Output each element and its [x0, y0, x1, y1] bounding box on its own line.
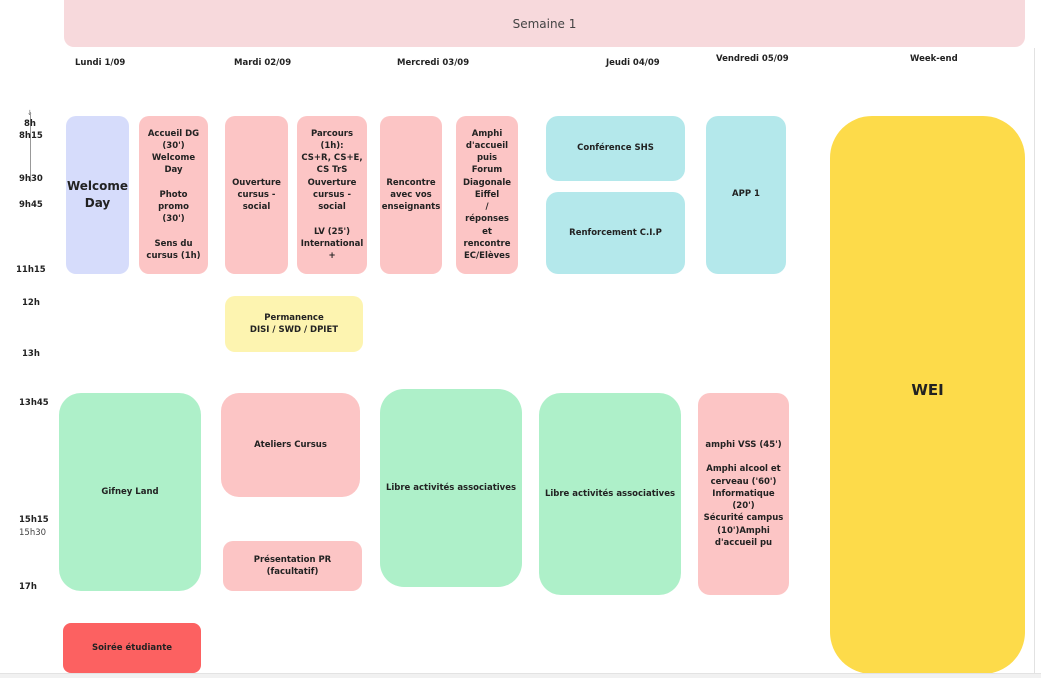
event-label: Permanence DISI / SWD / DPIET: [249, 312, 339, 335]
time-label: 9h30: [19, 174, 43, 184]
day-header-tuesday: Mardi 02/09: [234, 58, 292, 68]
event-label: Conférence SHS: [577, 143, 654, 154]
event-gifney-land[interactable]: Gifney Land: [59, 393, 201, 591]
event-permanence[interactable]: Permanence DISI / SWD / DPIET: [225, 296, 363, 352]
event-label: Libre activités associatives: [544, 488, 676, 499]
time-label: 17h: [19, 582, 37, 592]
event-amphi-accueil[interactable]: Amphi d'accueil puis Forum Diagonale Eif…: [456, 116, 518, 274]
event-rencontre-enseignants[interactable]: Rencontre avec vos enseignants: [380, 116, 442, 274]
event-accueil-dg[interactable]: Accueil DG (30') Welcome Day Photo promo…: [139, 116, 208, 274]
event-label: Parcours (1h): CS+R, CS+E, CS TrS Ouvert…: [300, 128, 364, 261]
event-label: Ateliers Cursus: [254, 439, 327, 450]
event-label: Présentation PR (facultatif): [253, 554, 332, 577]
event-conference-shs[interactable]: Conférence SHS: [546, 116, 685, 181]
event-label: Amphi d'accueil puis Forum Diagonale Eif…: [462, 128, 512, 261]
time-label: 12h: [22, 298, 40, 308]
event-label: WEI: [911, 381, 944, 399]
time-label: 13h: [22, 349, 40, 359]
event-ouverture-cursus[interactable]: Ouverture cursus - social: [225, 116, 288, 274]
event-label: Welcome Day: [66, 179, 129, 210]
event-amphi-vss[interactable]: amphi VSS (45') Amphi alcool et cerveau …: [698, 393, 789, 595]
week-title: Semaine 1: [512, 16, 577, 31]
week-banner: Semaine 1: [64, 0, 1025, 47]
event-label: Soirée étudiante: [91, 642, 173, 653]
event-label: Renforcement C.I.P: [569, 227, 662, 238]
time-label: 15h15: [19, 515, 49, 525]
event-ateliers-cursus[interactable]: Ateliers Cursus: [221, 393, 360, 497]
event-soiree-etudiante[interactable]: Soirée étudiante: [63, 623, 201, 673]
day-header-thursday: Jeudi 04/09: [606, 58, 660, 68]
event-label: Accueil DG (30') Welcome Day Photo promo…: [146, 128, 201, 261]
event-label: Gifney Land: [101, 486, 159, 497]
event-parcours[interactable]: Parcours (1h): CS+R, CS+E, CS TrS Ouvert…: [297, 116, 367, 274]
event-app1[interactable]: APP 1: [706, 116, 786, 274]
time-label: 8h: [24, 119, 36, 129]
time-label: 9h45: [19, 200, 43, 210]
event-label: Rencontre avec vos enseignants: [381, 177, 441, 213]
event-libre-activites-jeudi[interactable]: Libre activités associatives: [539, 393, 681, 595]
time-label: 8h15: [19, 131, 43, 141]
day-header-wednesday: Mercredi 03/09: [397, 58, 470, 68]
event-label: Ouverture cursus - social: [232, 177, 281, 213]
event-welcome-day[interactable]: Welcome Day: [66, 116, 129, 274]
day-header-friday: Vendredi 05/09: [716, 54, 789, 64]
time-label: 13h45: [19, 398, 49, 408]
event-libre-activites-mercredi[interactable]: Libre activités associatives: [380, 389, 522, 587]
event-label: APP 1: [732, 189, 760, 199]
day-header-weekend: Week-end: [910, 54, 958, 64]
event-wei[interactable]: WEI: [830, 116, 1025, 674]
event-label: Libre activités associatives: [385, 482, 517, 493]
event-label: amphi VSS (45') Amphi alcool et cerveau …: [703, 440, 784, 548]
event-presentation-pr[interactable]: Présentation PR (facultatif): [223, 541, 362, 591]
time-axis-line: [30, 112, 31, 182]
arrow-down-icon: ↓: [27, 110, 33, 117]
event-renforcement-cip[interactable]: Renforcement C.I.P: [546, 192, 685, 274]
time-label: 15h30: [19, 528, 47, 538]
divider: [1034, 48, 1035, 674]
time-label: 11h15: [16, 265, 46, 275]
day-header-monday: Lundi 1/09: [75, 58, 126, 68]
divider: [0, 673, 1041, 678]
